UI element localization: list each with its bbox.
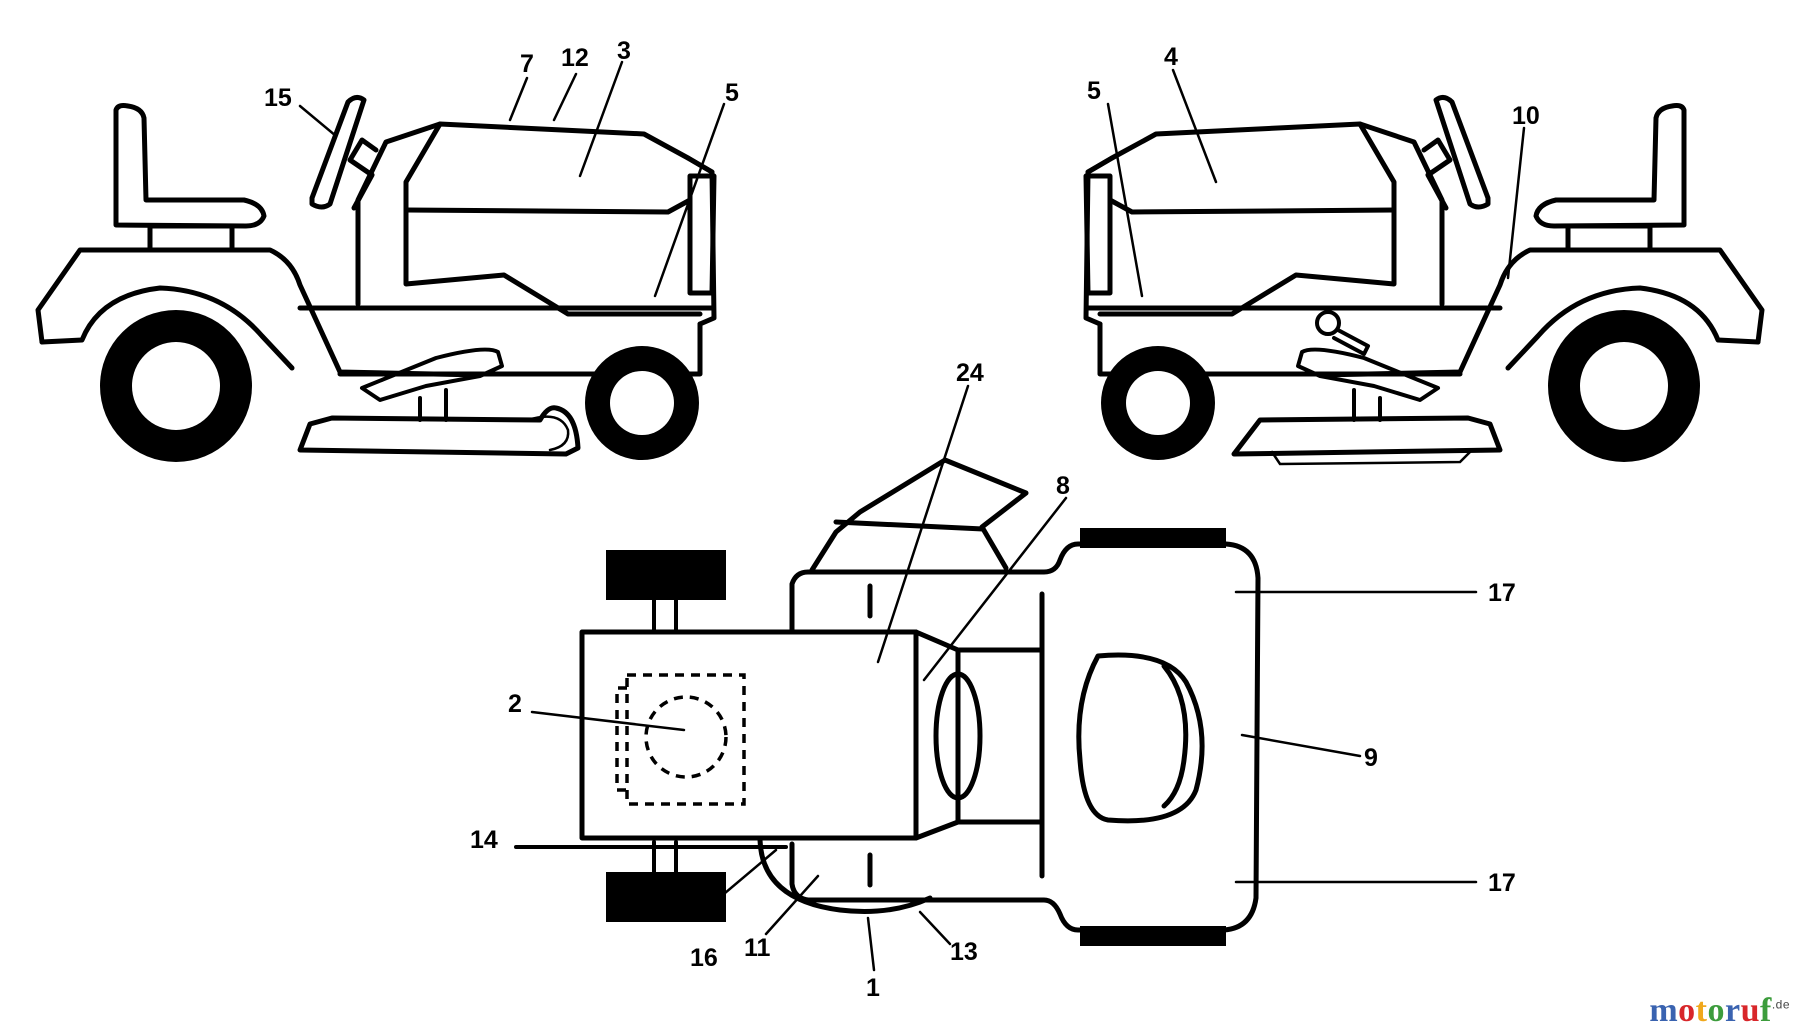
label-9: 9 <box>1364 744 1378 772</box>
label-17-top: 17 <box>1488 579 1516 607</box>
label-7: 7 <box>520 50 534 78</box>
watermark-letter: m <box>1649 992 1679 1029</box>
label-14: 14 <box>470 826 498 854</box>
watermark-letter: u <box>1740 992 1760 1029</box>
label-24: 24 <box>956 359 984 387</box>
watermark-letter: r <box>1724 992 1741 1029</box>
label-11: 11 <box>744 934 771 962</box>
leader-lines <box>298 60 1526 972</box>
tractor-right-side-view <box>1083 94 1765 466</box>
label-17-bottom: 17 <box>1488 869 1516 897</box>
watermark-letter: f <box>1759 992 1772 1029</box>
label-8: 8 <box>1056 472 1070 500</box>
watermark-letter: o <box>1707 992 1725 1029</box>
label-2: 2 <box>508 690 522 718</box>
label-13: 13 <box>950 938 978 966</box>
label-3: 3 <box>617 37 631 65</box>
callout-labels: 7 12 3 5 15 4 5 10 24 8 17 9 2 14 17 16 … <box>264 37 1540 1002</box>
fuel-cap-icon <box>1315 310 1370 356</box>
watermark-logo: motoruf.de <box>1649 992 1790 1030</box>
label-10: 10 <box>1512 102 1540 130</box>
label-4: 4 <box>1164 43 1178 71</box>
label-1: 1 <box>866 974 880 1002</box>
label-16: 16 <box>690 944 718 972</box>
watermark-suffix: .de <box>1771 997 1790 1012</box>
label-12: 12 <box>561 44 589 72</box>
label-5-left: 5 <box>725 79 739 107</box>
watermark-letter: t <box>1695 992 1708 1029</box>
tractor-top-view <box>514 457 1261 946</box>
tractor-left-side-view <box>35 94 717 462</box>
watermark-letter: o <box>1678 992 1696 1029</box>
label-5-right: 5 <box>1087 77 1101 105</box>
label-15: 15 <box>264 84 292 112</box>
